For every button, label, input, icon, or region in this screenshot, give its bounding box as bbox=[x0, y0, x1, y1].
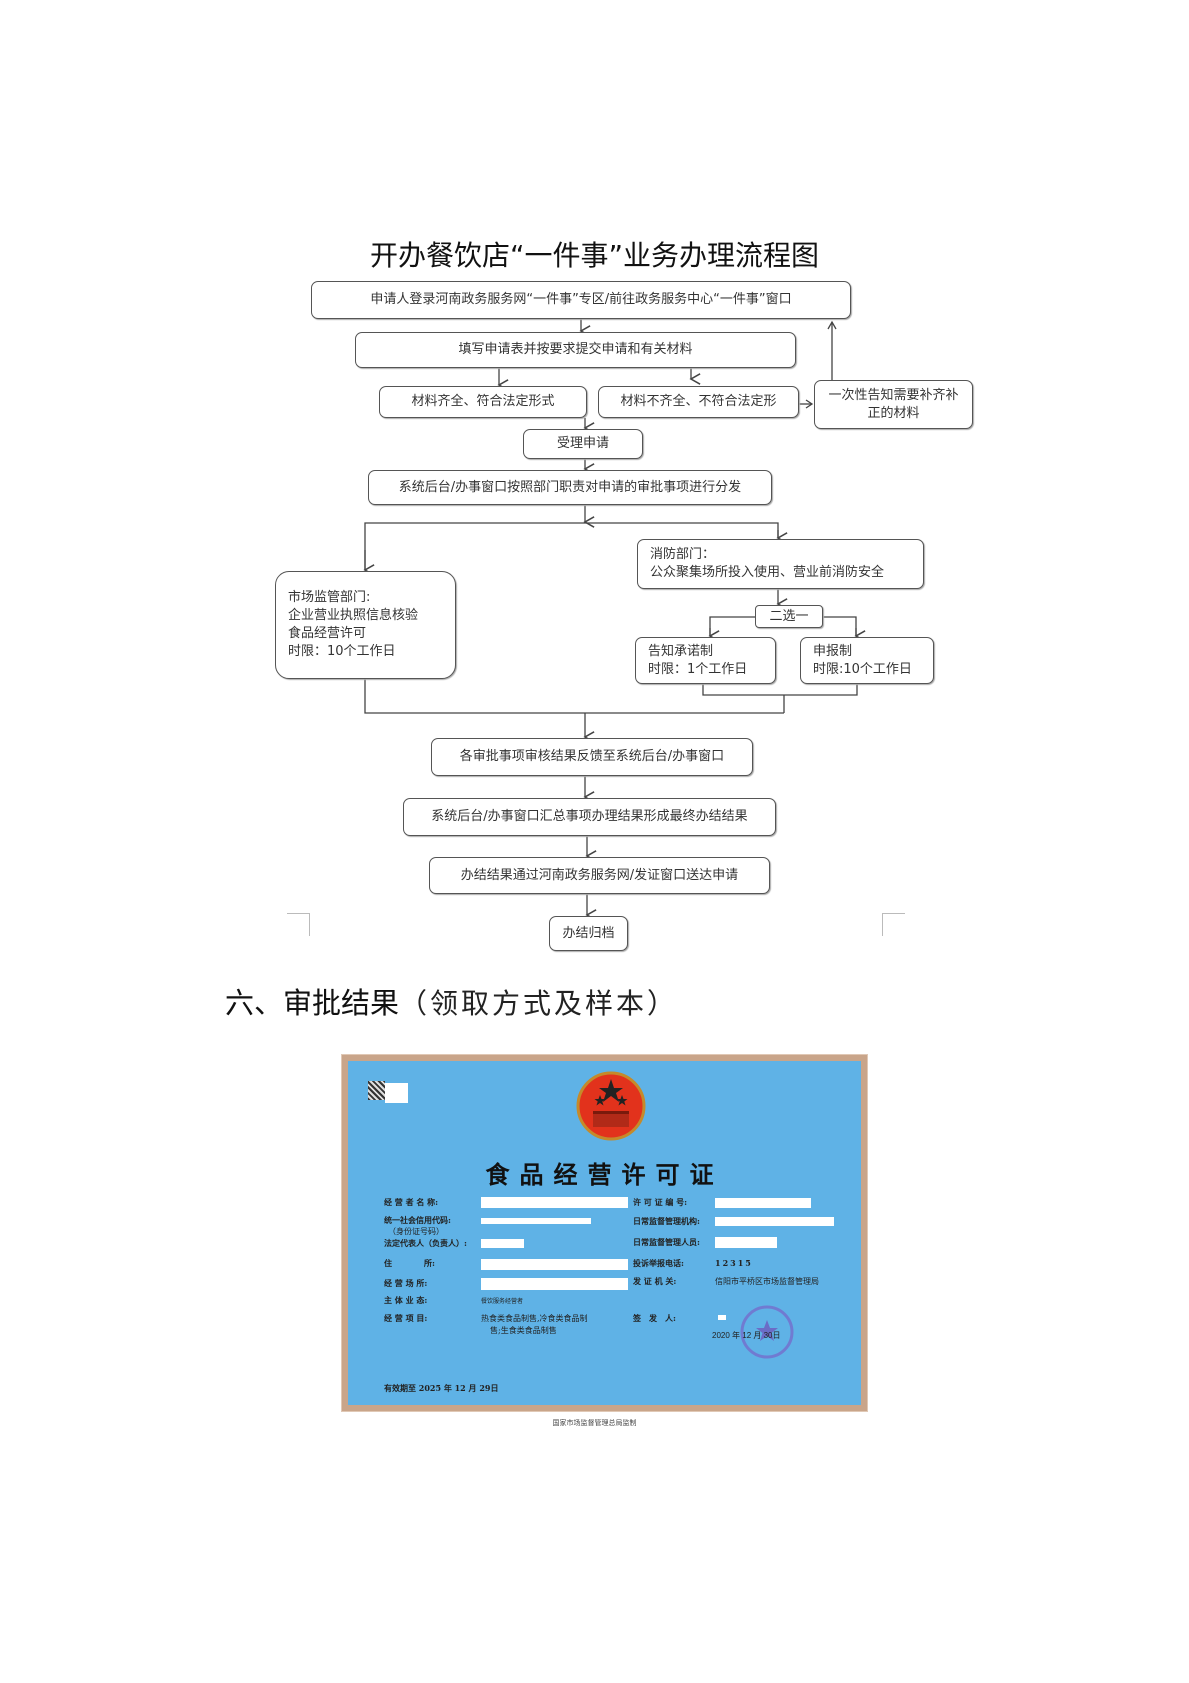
market-line: 企业营业执照信息核验 bbox=[288, 608, 419, 623]
issuing-authority-value: 信阳市平桥区市场监督管理局 bbox=[715, 1277, 819, 1286]
step-archive: 办结归档 bbox=[549, 916, 628, 951]
redacted-field bbox=[715, 1217, 834, 1226]
step-notify-supplement: 一次性告知需要补齐补正的材料 bbox=[814, 380, 973, 429]
certificate-title: 食品经营许可证 bbox=[485, 1160, 724, 1189]
certificate-footer: 国家市场监督管理总局监制 bbox=[552, 1419, 637, 1427]
label-credit-code: 统一社会信用代码: bbox=[384, 1215, 451, 1225]
step-materials-incomplete: 材料不齐全、不符合法定形 bbox=[598, 386, 799, 418]
step-market-supervision: 市场监管部门: 企业营业执照信息核验 食品经营许可 时限：10个工作日 bbox=[275, 571, 456, 679]
official-seal-icon bbox=[740, 1305, 794, 1359]
label-id-number: （身份证号码） bbox=[388, 1227, 444, 1236]
step-materials-complete: 材料齐全、符合法定形式 bbox=[379, 386, 587, 418]
valid-until: 有效期至 2025 年 12 月 29日 bbox=[384, 1383, 499, 1393]
step-summarize: 系统后台/办事窗口汇总事项办理结果形成最终办结结果 bbox=[403, 798, 776, 836]
step-choose-one: 二选一 bbox=[755, 605, 823, 628]
step-login: 申请人登录河南政务服务网“一件事”专区/前往政务服务中心“一件事”窗口 bbox=[311, 281, 851, 319]
business-type-value: 餐饮服务经营者 bbox=[481, 1298, 524, 1305]
license-certificate-sample: 食品经营许可证 经 营 者 名 称: 统一社会信用代码: （身份证号码） 法定代… bbox=[341, 1054, 868, 1412]
crop-mark bbox=[882, 913, 905, 936]
flowchart-connectors bbox=[363, 319, 866, 921]
step-promise-system: 告知承诺制 时限：1个工作日 bbox=[635, 637, 776, 684]
label-business-type: 主 体 业 态: bbox=[384, 1295, 428, 1305]
step-fill-form: 填写申请表并按要求提交申请和有关材料 bbox=[355, 332, 796, 368]
business-items-line: 热食类食品制售,冷食类食品制 bbox=[481, 1314, 588, 1323]
business-items-line: 售;生食类食品制售 bbox=[490, 1326, 557, 1335]
market-line: 市场监管部门: bbox=[288, 590, 371, 605]
step-feedback: 各审批事项审核结果反馈至系统后台/办事窗口 bbox=[431, 738, 753, 776]
label-operator-name: 经 营 者 名 称: bbox=[384, 1197, 439, 1207]
step-report-system: 申报制 时限:10个工作日 bbox=[800, 637, 934, 684]
redaction-block bbox=[385, 1083, 408, 1103]
label-address: 住 所: bbox=[384, 1258, 435, 1268]
report-line: 申报制 bbox=[813, 643, 853, 659]
crop-mark bbox=[287, 913, 310, 936]
redacted-field bbox=[715, 1198, 811, 1208]
redacted-field bbox=[718, 1315, 726, 1320]
label-business-items: 经 营 项 目: bbox=[384, 1313, 428, 1323]
redacted-field bbox=[715, 1237, 777, 1248]
promise-line: 时限：1个工作日 bbox=[648, 661, 748, 677]
fire-line: 消防部门： bbox=[650, 547, 716, 562]
label-legal-rep: 法定代表人（负责人）: bbox=[384, 1238, 467, 1248]
label-hotline: 投诉举报电话: bbox=[633, 1258, 684, 1268]
market-line: 食品经营许可 bbox=[288, 626, 367, 641]
issue-date: 2020 年 12 月 30日 bbox=[712, 1331, 781, 1340]
label-license-number: 许 可 证 编 号: bbox=[633, 1197, 688, 1207]
redacted-field bbox=[481, 1218, 591, 1224]
redacted-field bbox=[481, 1197, 628, 1208]
hotline-value: 12315 bbox=[715, 1258, 753, 1268]
report-line: 时限:10个工作日 bbox=[813, 661, 912, 677]
label-supervision-agency: 日常监督管理机构: bbox=[633, 1216, 700, 1226]
label-supervisor: 日常监督管理人员: bbox=[633, 1237, 700, 1247]
section-subtitle: （领取方式及样本） bbox=[399, 987, 679, 1020]
label-issuing-authority: 发 证 机 关: bbox=[633, 1276, 677, 1286]
national-emblem-icon bbox=[576, 1071, 646, 1141]
fire-line: 公众聚集场所投入使用、营业前消防安全 bbox=[650, 565, 885, 580]
step-deliver: 办结结果通过河南政务服务网/发证窗口送达申请 bbox=[429, 857, 770, 894]
redacted-field bbox=[481, 1239, 524, 1248]
section-title: 六、审批结果 bbox=[225, 986, 400, 1020]
flowchart-title: 开办餐饮店“一件事”业务办理流程图 bbox=[369, 239, 819, 272]
step-dispatch: 系统后台/办事窗口按照部门职责对申请的审批事项进行分发 bbox=[368, 470, 772, 505]
redacted-field bbox=[481, 1259, 628, 1270]
qr-code-icon bbox=[368, 1081, 385, 1100]
section-heading: 六、审批结果（领取方式及样本） bbox=[225, 980, 678, 1022]
step-accept: 受理申请 bbox=[523, 429, 643, 459]
market-line: 时限：10个工作日 bbox=[288, 644, 396, 659]
label-premises: 经 营 场 所: bbox=[384, 1278, 428, 1288]
step-fire-department: 消防部门： 公众聚集场所投入使用、营业前消防安全 bbox=[637, 539, 924, 589]
promise-line: 告知承诺制 bbox=[648, 643, 714, 659]
label-signer: 签 发 人: bbox=[633, 1313, 676, 1323]
redacted-field bbox=[481, 1278, 628, 1290]
